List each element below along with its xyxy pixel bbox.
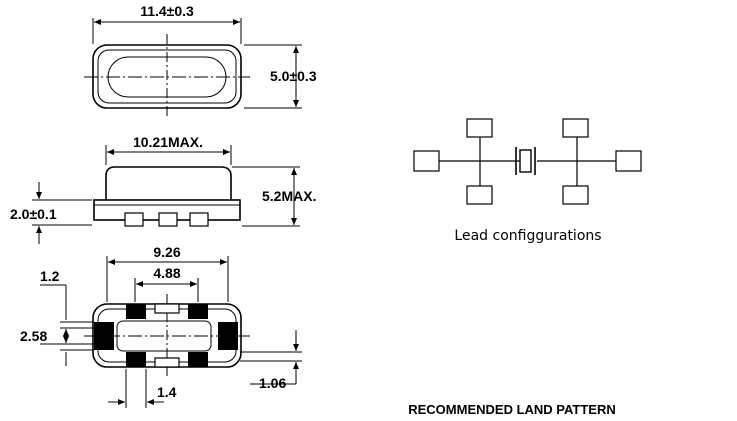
pad-right [218,322,238,350]
side-height-label: 5.2MAX. [262,188,316,204]
side-length-label: 10.21MAX. [133,134,203,150]
side-view [32,145,300,244]
lead-box-bottom-right [562,185,589,205]
lead-box-top-left [466,118,493,138]
lead-box-right [615,150,642,172]
lead-box-bottom-left [466,185,493,205]
pad-pitch-label: 1.4 [157,384,177,400]
schematic-caption: Lead configgurations [454,228,601,244]
pad-left [94,322,114,350]
pad-inner-span-label: 4.88 [153,265,180,281]
pad-width-label: 2.58 [20,328,47,344]
top-view [84,18,302,118]
top-width-label: 5.0±0.3 [270,68,317,84]
pad-height-label: 1.06 [259,375,286,391]
side-base-label: 2.0±0.1 [10,206,57,222]
pad-top-right [188,304,208,319]
pad-bottom-right [188,352,208,367]
land-pattern-title: RECOMMENDED LAND PATTERN [408,402,616,417]
pad-outer-span-label: 9.26 [153,244,180,260]
top-length-label: 11.4±0.3 [140,3,194,19]
lead-box-top-right [562,118,589,138]
lead-configuration-schematic [413,118,642,205]
pad-offset-label: 1.2 [40,268,60,284]
bottom-view [40,256,302,408]
pad-bottom-left [126,352,146,367]
lead-box-left [413,150,440,172]
pad-top-left [126,304,146,319]
